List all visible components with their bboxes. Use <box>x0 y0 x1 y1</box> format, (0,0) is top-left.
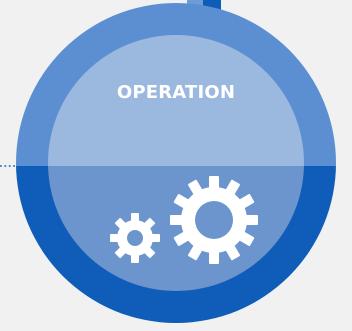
operation-title: OPERATION <box>116 82 236 103</box>
large-gear-icon <box>170 176 258 264</box>
small-gear-icon <box>110 213 160 263</box>
